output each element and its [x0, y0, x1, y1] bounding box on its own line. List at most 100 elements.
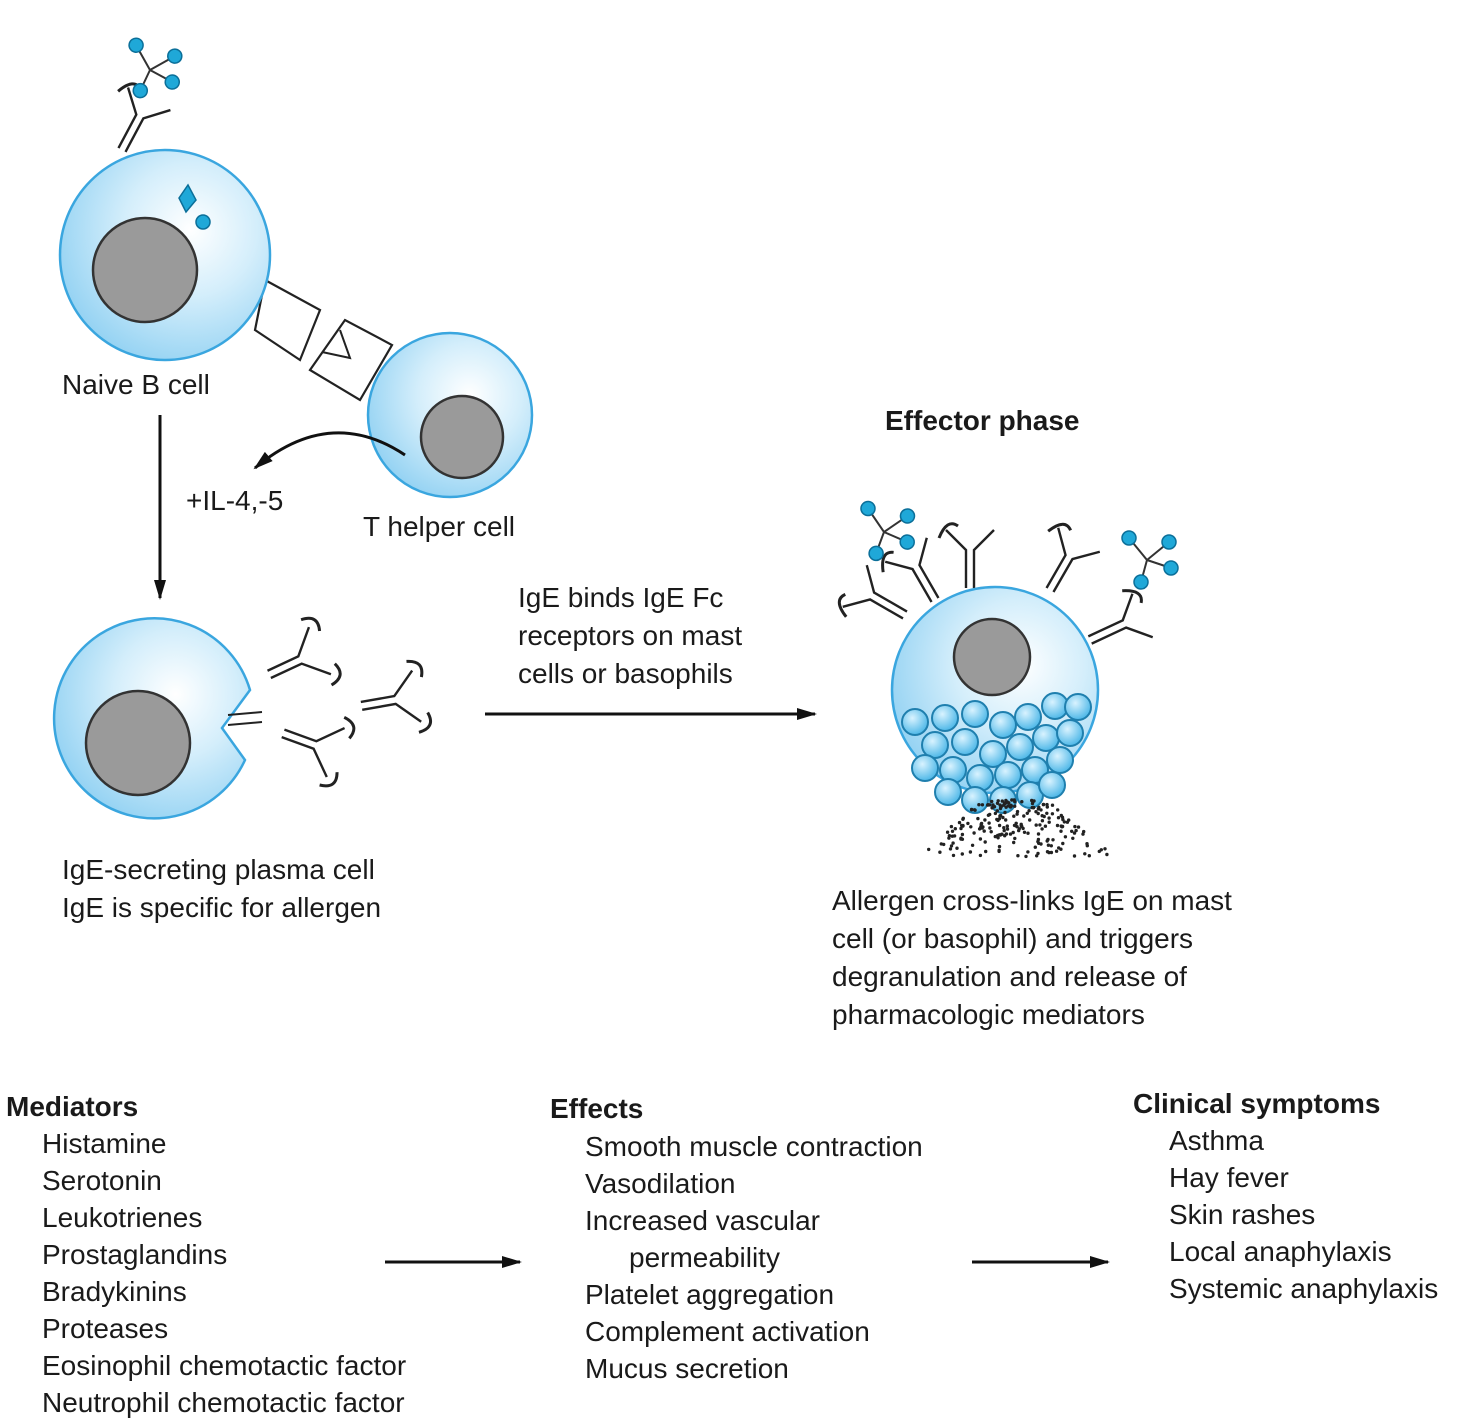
granule — [901, 708, 929, 736]
mediator-dot — [1015, 809, 1020, 814]
mediator-dot — [1070, 829, 1074, 833]
mediators-heading: Mediators — [6, 1091, 139, 1122]
mediator-item: Eosinophil chemotactic factor — [42, 1350, 407, 1381]
mediator-dot — [945, 830, 950, 834]
secreted-ige-3 — [269, 698, 359, 792]
mediator-dot — [952, 834, 957, 838]
mast-ige-top — [937, 522, 996, 590]
secreted-ige-1 — [252, 612, 346, 709]
mediator-dot — [1047, 816, 1051, 820]
mediator-dot — [1074, 828, 1078, 833]
mast-ige-upper-right — [1021, 517, 1105, 604]
mediator-dot — [959, 826, 963, 831]
mediator-dot — [980, 803, 985, 807]
binding-caption-line: receptors on mast — [518, 620, 743, 651]
mediator-dot — [1041, 802, 1046, 807]
mediator-dot — [995, 817, 999, 822]
granule — [1014, 703, 1042, 731]
mediator-dot — [953, 827, 957, 831]
mediator-dot — [1034, 823, 1038, 827]
mediator-dot — [961, 817, 965, 821]
mediator-dot — [983, 818, 987, 822]
mediator-dot — [1002, 826, 1006, 830]
mediator-item: Bradykinins — [42, 1276, 187, 1307]
mediator-dot — [1002, 828, 1006, 833]
mediator-dot — [1030, 801, 1035, 806]
granule — [951, 728, 979, 756]
mediator-dot — [1013, 800, 1017, 804]
secreted-ige-2 — [353, 657, 434, 743]
effect-item: Mucus secretion — [585, 1353, 789, 1384]
mediator-dot — [981, 825, 985, 829]
mediator-dot — [951, 841, 955, 845]
mediator-dot — [1045, 811, 1049, 815]
mediator-dot — [969, 825, 973, 829]
mediator-dot — [1027, 809, 1031, 813]
mediator-dot — [1051, 838, 1055, 842]
binding-caption-line: IgE binds IgE Fc — [518, 582, 724, 613]
mediator-dot — [1022, 830, 1027, 834]
mediator-dot — [1005, 827, 1010, 831]
mediator-dot — [951, 853, 956, 858]
mediator-dot — [1072, 854, 1077, 858]
released-mediators — [927, 798, 1109, 859]
mediator-dot — [1055, 823, 1060, 828]
symptom-item: Systemic anaphylaxis — [1169, 1273, 1439, 1304]
mediator-dot — [1071, 836, 1075, 840]
mediator-dot — [1043, 824, 1048, 828]
mediator-dot — [1008, 832, 1013, 836]
mast-cell-granules — [901, 692, 1092, 814]
mediator-dot — [993, 811, 998, 816]
mediator-dot — [1097, 849, 1102, 854]
effect-item: Complement activation — [585, 1316, 870, 1347]
b-cell-nucleus — [91, 216, 199, 324]
mediator-dot — [1045, 850, 1050, 854]
mediator-dot — [1006, 804, 1010, 808]
mediator-dot — [1050, 803, 1055, 807]
granule — [1038, 771, 1066, 799]
mediator-dot — [972, 808, 977, 812]
processed-antigen-fragment — [178, 183, 197, 214]
interleukin-label: +IL-4,-5 — [186, 485, 284, 516]
mediator-dot — [1056, 816, 1061, 820]
effect-item: Smooth muscle contraction — [585, 1131, 923, 1162]
granule — [1046, 746, 1074, 774]
plasma-cell-nucleus — [84, 689, 192, 797]
mediator-dot — [1014, 821, 1018, 825]
granule — [931, 704, 959, 732]
crosslink-caption-line: cell (or basophil) and triggers — [832, 923, 1194, 954]
mediator-dot — [989, 830, 993, 834]
symptom-item: Local anaphylaxis — [1169, 1236, 1392, 1267]
mediator-item: Leukotrienes — [42, 1202, 203, 1233]
mediator-dot — [1036, 832, 1041, 836]
mediator-dot — [1060, 825, 1064, 829]
mediator-dot — [1015, 812, 1019, 816]
cytokine-arrow — [253, 431, 406, 470]
mediator-dot — [1033, 845, 1038, 849]
granule — [961, 786, 989, 814]
mediator-dot — [1013, 804, 1017, 808]
plasma-cell-caption-line: IgE-secreting plasma cell — [62, 854, 375, 885]
mast-ige-left — [832, 560, 919, 644]
mediator-dot — [1046, 837, 1050, 842]
mediator-item: Neutrophil chemotactic factor — [42, 1387, 405, 1418]
mediator-dot — [1016, 854, 1020, 858]
mediator-dot — [991, 803, 995, 807]
mediator-dot — [1017, 827, 1021, 831]
mediator-dot — [1060, 815, 1065, 819]
symptoms-list: Asthma Hay fever Skin rashes Local anaph… — [1169, 1122, 1438, 1307]
mediator-dot — [968, 850, 973, 854]
mediator-dot — [1040, 827, 1044, 831]
mediator-dot — [950, 829, 955, 833]
t-cell-receptor — [308, 318, 394, 402]
mediator-dot — [995, 809, 999, 813]
mediator-dot — [1001, 815, 1005, 820]
mediator-dot — [961, 823, 965, 828]
crosslink-caption-line: pharmacologic mediators — [832, 999, 1145, 1030]
binding-caption: IgE binds IgE Fc receptors on mast cells… — [518, 579, 742, 693]
mediator-dot — [1030, 805, 1034, 810]
mediator-dot — [987, 821, 991, 825]
mediator-dot — [1045, 805, 1050, 809]
mediator-dot — [1049, 844, 1054, 848]
t-helper-cell — [308, 318, 534, 499]
